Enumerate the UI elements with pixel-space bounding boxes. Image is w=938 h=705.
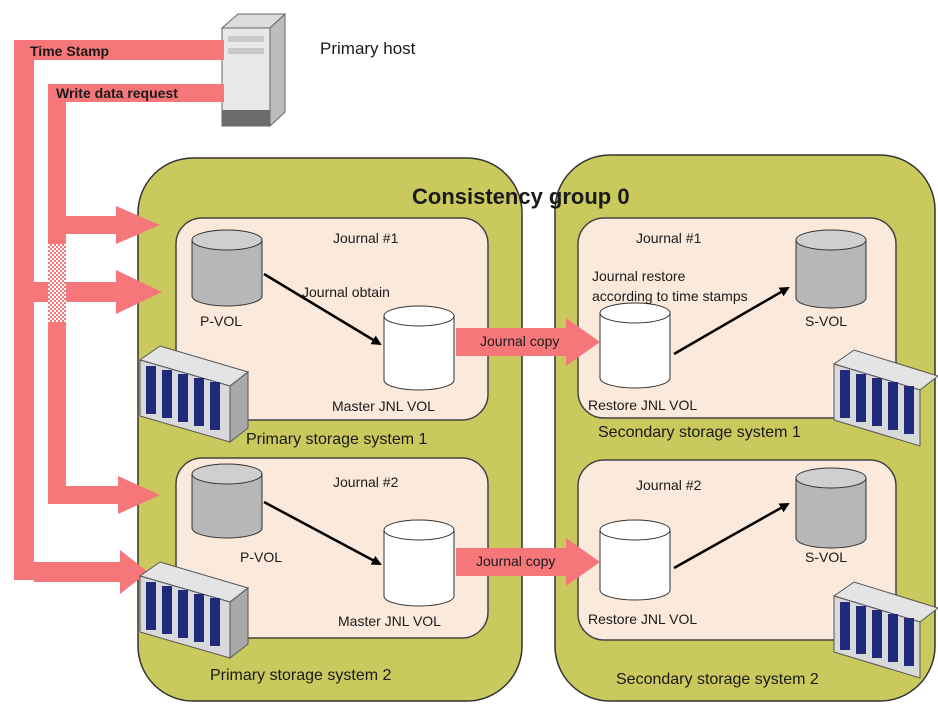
master-jnl-label: Master JNL VOL: [332, 398, 435, 414]
primary-storage-system-2: Journal #2 P-VOL Master JNL VOL Primary …: [138, 457, 489, 684]
restore-jnl-label: Restore JNL VOL: [588, 611, 697, 627]
journal-obtain-arrow: [263, 500, 382, 566]
journal-restore-arrow: [673, 286, 790, 356]
primary-host: Primary host: [220, 12, 416, 128]
primary-system-2-label: Primary storage system 2: [210, 667, 391, 684]
journal-copy-label: Journal copy: [476, 553, 555, 569]
storage-rack-icon: [832, 349, 938, 447]
journal-label: Journal #1: [636, 230, 702, 246]
secondary-system-1-label: Secondary storage system 1: [598, 424, 801, 441]
journal-label: Journal #2: [333, 474, 399, 490]
secondary-storage-system-2: Journal #2 Restore JNL VOL S-VOL Seconda…: [577, 459, 938, 688]
restore-jnl-label: Restore JNL VOL: [588, 397, 697, 413]
s-vol-label: S-VOL: [805, 313, 847, 329]
p-vol-label: P-VOL: [240, 549, 282, 565]
s-vol-disk-icon: [795, 467, 867, 549]
journal-copy-arrow-2: Journal copy: [456, 538, 600, 586]
journal-copy-arrow-1: Journal copy: [456, 318, 600, 366]
master-jnl-disk-icon: [383, 305, 455, 391]
primary-host-label: Primary host: [320, 39, 416, 58]
journal-restore-note-line2: according to time stamps: [592, 288, 748, 304]
restore-jnl-disk-icon: [599, 519, 671, 601]
s-vol-label: S-VOL: [805, 549, 847, 565]
secondary-storage-system-1: Journal #1 Journal restore according to …: [577, 217, 938, 447]
storage-rack-icon: [832, 581, 938, 679]
primary-system-1-label: Primary storage system 1: [246, 431, 427, 448]
s-vol-disk-icon: [795, 229, 867, 309]
server-tower-icon: [220, 12, 287, 128]
p-vol-label: P-VOL: [200, 313, 242, 329]
storage-rack-icon: [138, 345, 250, 444]
write-request-path: [48, 84, 224, 514]
p-vol-disk-icon: [191, 229, 263, 307]
storage-rack-icon: [138, 561, 250, 660]
group-title: Consistency group 0: [412, 184, 630, 209]
p-vol-disk-icon: [191, 463, 263, 539]
secondary-system-2-label: Secondary storage system 2: [616, 671, 819, 688]
journal-restore-note-line1: Journal restore: [592, 268, 686, 284]
journal-label: Journal #2: [636, 477, 702, 493]
write-request-label: Write data request: [56, 85, 178, 101]
master-jnl-disk-icon: [383, 519, 455, 607]
master-jnl-label: Master JNL VOL: [338, 613, 441, 629]
journal-label: Journal #1: [333, 230, 399, 246]
journal-restore-arrow: [673, 502, 790, 570]
journal-obtain-arrow: [263, 272, 382, 346]
journal-copy-label: Journal copy: [480, 333, 559, 349]
journal-obtain-label: Journal obtain: [302, 284, 390, 300]
time-stamp-label: Time Stamp: [30, 43, 109, 59]
time-stamp-path: [14, 40, 224, 594]
primary-storage-system-1: Journal #1 P-VOL Journal obtain Master J…: [138, 217, 489, 448]
restore-jnl-disk-icon: [599, 302, 671, 389]
